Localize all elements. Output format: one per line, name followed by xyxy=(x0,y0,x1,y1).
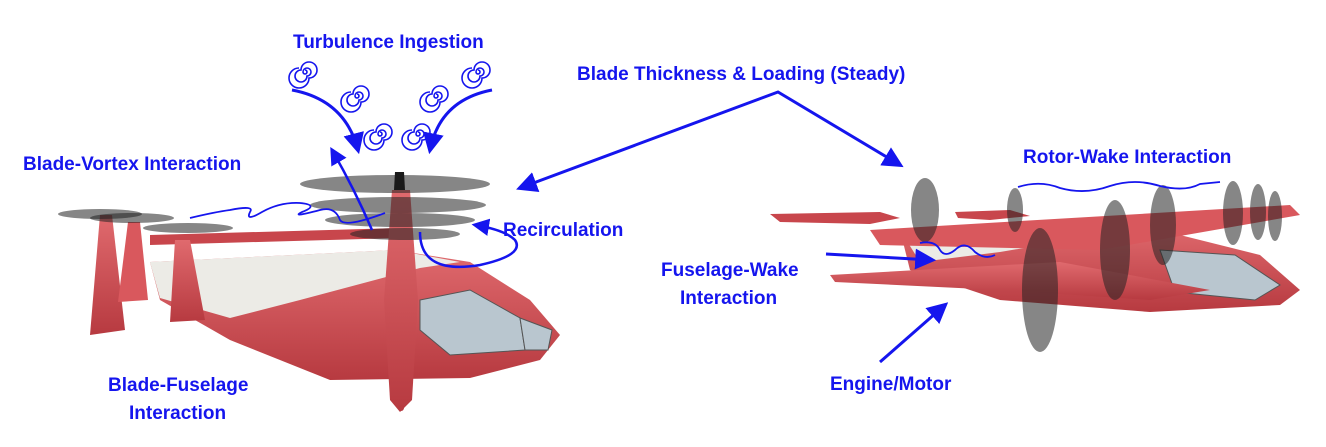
lift-cruise-aircraft xyxy=(58,172,560,412)
label-fuselage-wake-line1: Fuselage-Wake xyxy=(661,260,799,281)
fuselage-wake-wiggle xyxy=(919,241,996,258)
swirl-icon xyxy=(363,123,393,151)
swirl-icon xyxy=(288,61,318,89)
label-fuselage-wake-line2: Interaction xyxy=(680,288,777,309)
turbulence-swirls xyxy=(288,61,491,151)
arrow-icon xyxy=(291,88,364,155)
left-tail-fin-rear xyxy=(118,222,148,302)
recirculation-arrow xyxy=(418,218,518,269)
label-blade-fuselage-line2: Interaction xyxy=(129,403,226,424)
label-engine-motor: Engine/Motor xyxy=(830,374,952,395)
label-recirculation: Recirculation xyxy=(503,220,623,241)
tilt-wing-aircraft xyxy=(770,178,1300,352)
arrow-icon xyxy=(423,88,493,155)
right-propellers xyxy=(911,178,1282,352)
vortex-trail xyxy=(189,202,386,224)
annotation-arrows xyxy=(189,88,1221,364)
arrow-icon xyxy=(330,146,374,231)
label-turbulence-ingestion: Turbulence Ingestion xyxy=(293,32,484,53)
left-rotor-stack xyxy=(300,172,490,240)
arrow-icon xyxy=(825,248,937,270)
arrow-icon xyxy=(516,90,904,192)
swirl-icon xyxy=(461,61,491,89)
swirl-icon xyxy=(419,85,449,113)
label-rotor-wake-interaction: Rotor-Wake Interaction xyxy=(1023,147,1231,168)
label-blade-vortex-interaction: Blade-Vortex Interaction xyxy=(23,154,241,175)
right-upper-wing xyxy=(870,205,1300,250)
left-rotor-pylon xyxy=(384,190,418,412)
left-fuselage-trim xyxy=(150,250,460,318)
rotor-wake-line xyxy=(1017,181,1221,192)
arrow-icon xyxy=(879,302,949,364)
label-blade-thickness-loading: Blade Thickness & Loading (Steady) xyxy=(577,64,905,85)
swirl-icon xyxy=(401,123,431,151)
label-blade-fuselage-line1: Blade-Fuselage xyxy=(108,375,248,396)
left-tail-fin-front xyxy=(90,215,125,335)
swirl-icon xyxy=(340,85,370,113)
labels: Turbulence Ingestion Blade Thickness & L… xyxy=(23,32,1231,424)
